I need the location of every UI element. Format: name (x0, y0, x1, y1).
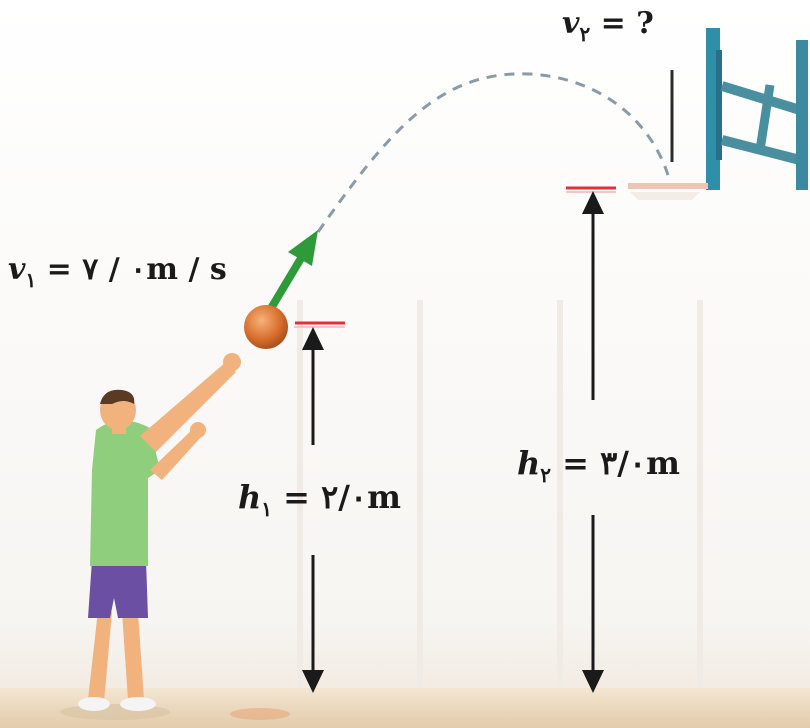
v1-value: = ۷ / ۰m / s (36, 252, 227, 287)
h2-subscript: ۲ (540, 463, 552, 487)
dimension-h2 (582, 191, 604, 693)
v1-subscript: ۱ (25, 268, 37, 292)
h2-variable: h (517, 444, 541, 482)
dimension-h1 (302, 327, 324, 693)
h1-variable: h (238, 478, 262, 516)
basketball-icon (244, 305, 288, 349)
background-stripes (297, 300, 703, 690)
v2-variable: v (562, 6, 580, 41)
height-markers (294, 186, 616, 328)
v2-label: v۲ = ? (562, 6, 654, 46)
floor-spot (230, 708, 290, 720)
hoop-icon (628, 28, 808, 200)
h1-subscript: ۱ (261, 497, 273, 521)
h1-value: = ۲/۰m (272, 478, 402, 516)
v1-variable: v (8, 252, 26, 287)
v2-value: = ? (590, 6, 654, 41)
v2-subscript: ۲ (579, 22, 591, 46)
h2-value: = ۳/۰m (551, 444, 681, 482)
v1-label: v۱ = ۷ / ۰m / s (8, 252, 227, 292)
trajectory-path (316, 72, 670, 233)
velocity-arrow (266, 230, 318, 314)
h1-label: h۱ = ۲/۰m (238, 478, 401, 521)
player-figure (60, 353, 241, 720)
h2-label: h۲ = ۳/۰m (517, 444, 680, 487)
